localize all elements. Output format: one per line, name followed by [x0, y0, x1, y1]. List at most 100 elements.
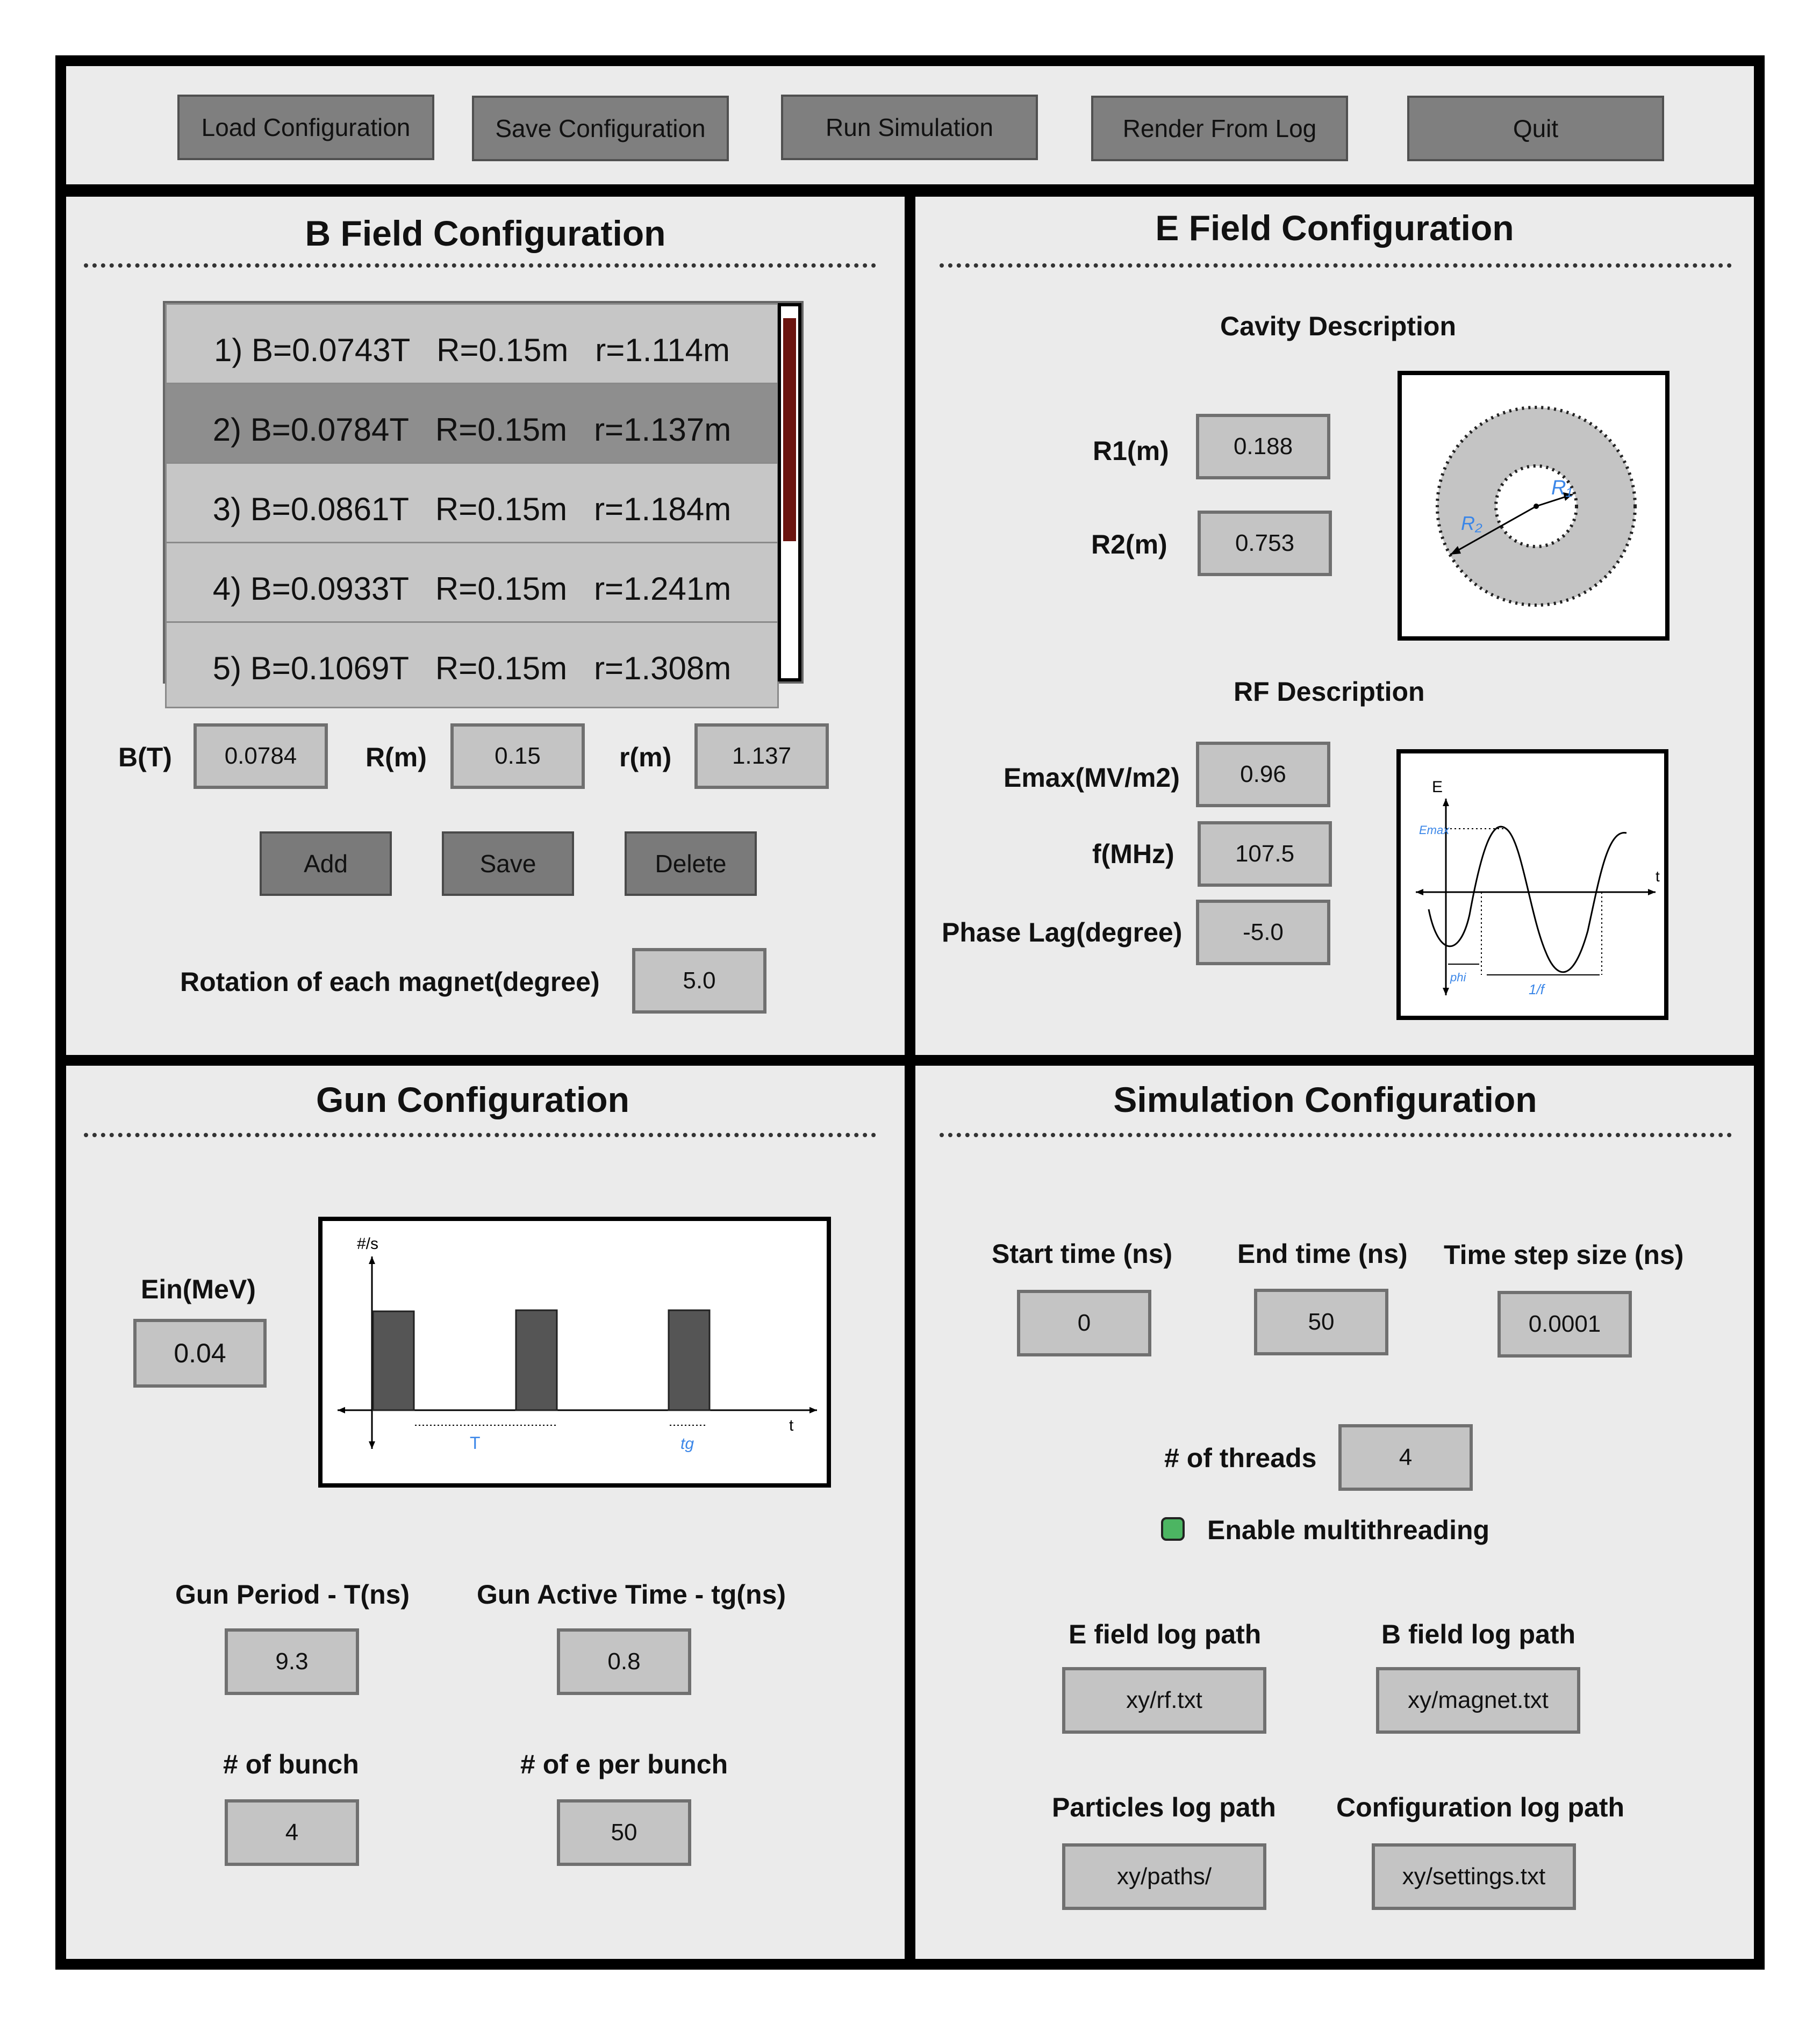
r2-arrow: [1450, 505, 1537, 556]
cavity-description-title: Cavity Description: [1220, 311, 1457, 341]
threads-label: # of threads: [1164, 1443, 1317, 1473]
r1-arrowhead: [1563, 492, 1573, 501]
r1-input[interactable]: 0.188: [1196, 414, 1330, 479]
scrollbar-thumb[interactable]: [783, 318, 796, 541]
e-field-title: E Field Configuration: [1155, 208, 1514, 248]
center-dot: [1534, 504, 1539, 509]
R-input[interactable]: 0.15: [450, 723, 585, 789]
b-label: B(T): [118, 742, 172, 772]
active-diagram-label: tg: [680, 1435, 694, 1453]
emax-label: Emax(MV/m2): [1004, 763, 1180, 793]
save-configuration-button[interactable]: Save Configuration: [472, 96, 729, 161]
R-label: R(m): [366, 742, 427, 772]
gun-y-arrow-down: [369, 1441, 375, 1449]
r2-diagram-label: R₂: [1461, 512, 1482, 534]
cavity-diagram: R₁ R₂: [1398, 371, 1669, 641]
magnet-list-item[interactable]: 3) B=0.0861T R=0.15m r=1.184m: [165, 462, 779, 549]
cavity-svg: R₁ R₂: [1436, 406, 1637, 607]
rotation-input[interactable]: 5.0: [632, 948, 766, 1014]
phi-diagram-label: phi: [1450, 971, 1466, 984]
rf-svg: E t Emax phi 1/f: [1416, 778, 1660, 997]
electrons-per-bunch-input[interactable]: 50: [557, 1799, 691, 1866]
e-field-log-input[interactable]: xy/rf.txt: [1062, 1667, 1266, 1734]
bunch-count-input[interactable]: 4: [225, 1799, 359, 1866]
rf-x-arrow-left: [1416, 889, 1423, 895]
e-field-log-label: E field log path: [1069, 1619, 1262, 1649]
gun-period-input[interactable]: 9.3: [225, 1628, 359, 1695]
rf-diagram: E t Emax phi 1/f: [1396, 749, 1668, 1020]
gun-pulse-diagram: #/s t T tg: [318, 1217, 831, 1488]
rf-x-arrow: [1648, 889, 1656, 895]
phase-lag-input[interactable]: -5.0: [1196, 900, 1330, 965]
rf-y-arrow: [1443, 799, 1449, 806]
divider: [84, 1133, 876, 1137]
rf-x-label: t: [1656, 868, 1660, 885]
rf-description-title: RF Description: [1234, 677, 1425, 707]
gun-pulse: [515, 1309, 558, 1411]
r2-arrowhead: [1450, 546, 1461, 555]
rotation-label: Rotation of each magnet(degree): [180, 967, 600, 997]
period-diagram-label: T: [470, 1433, 481, 1453]
end-time-input[interactable]: 50: [1254, 1289, 1388, 1355]
run-simulation-button[interactable]: Run Simulation: [781, 95, 1038, 160]
time-step-label: Time step size (ns): [1444, 1240, 1684, 1270]
delete-button[interactable]: Delete: [625, 831, 757, 896]
save-button[interactable]: Save: [442, 831, 574, 896]
end-time-label: End time (ns): [1237, 1239, 1408, 1269]
gun-active-time-label: Gun Active Time - tg(ns): [477, 1579, 786, 1610]
gun-x-arrow-left: [338, 1407, 345, 1413]
quit-button[interactable]: Quit: [1407, 96, 1664, 161]
r-input[interactable]: 1.137: [694, 723, 829, 789]
b-input[interactable]: 0.0784: [194, 723, 328, 789]
bunch-count-label: # of bunch: [223, 1749, 359, 1779]
add-button[interactable]: Add: [260, 831, 392, 896]
b-field-log-input[interactable]: xy/magnet.txt: [1376, 1667, 1580, 1734]
divider: [940, 263, 1732, 268]
r2-label: R2(m): [1091, 529, 1167, 559]
magnet-list-scrollbar[interactable]: [778, 303, 801, 681]
ein-label: Ein(MeV): [141, 1274, 256, 1304]
emax-input[interactable]: 0.96: [1196, 742, 1330, 807]
frequency-input[interactable]: 107.5: [1198, 821, 1332, 887]
simulation-panel: [915, 1066, 1754, 1959]
emax-diagram-label: Emax: [1419, 823, 1450, 837]
load-configuration-button[interactable]: Load Configuration: [177, 95, 434, 160]
render-from-log-button[interactable]: Render From Log: [1091, 96, 1348, 161]
r1-diagram-label: R₁: [1551, 477, 1572, 499]
phase-lag-label: Phase Lag(degree): [942, 917, 1183, 947]
ein-input[interactable]: 0.04: [133, 1319, 267, 1388]
period-diagram-label: 1/f: [1529, 981, 1546, 997]
gun-active-time-input[interactable]: 0.8: [557, 1628, 691, 1695]
simulation-title: Simulation Configuration: [1113, 1080, 1537, 1119]
configuration-log-input[interactable]: xy/settings.txt: [1372, 1843, 1576, 1910]
configuration-log-label: Configuration log path: [1336, 1792, 1625, 1822]
gun-pulse: [668, 1309, 711, 1411]
r1-label: R1(m): [1093, 436, 1169, 466]
rf-y-label: E: [1432, 778, 1443, 796]
magnet-list-item[interactable]: 1) B=0.0743T R=0.15m r=1.114m: [165, 303, 779, 390]
gun-x-label: t: [789, 1417, 794, 1434]
particles-log-input[interactable]: xy/paths/: [1062, 1843, 1266, 1910]
rf-sine-wave: [1428, 825, 1627, 973]
magnet-list-item[interactable]: 4) B=0.0933T R=0.15m r=1.241m: [165, 542, 779, 629]
multithreading-checkbox[interactable]: [1161, 1517, 1185, 1541]
gun-x-arrow: [809, 1407, 817, 1413]
gun-period-label: Gun Period - T(ns): [175, 1579, 410, 1610]
time-step-input[interactable]: 0.0001: [1497, 1291, 1632, 1358]
gun-y-label: #/s: [357, 1235, 378, 1253]
gun-y-arrow: [369, 1256, 375, 1264]
b-field-log-label: B field log path: [1381, 1619, 1576, 1649]
gun-svg: #/s t T tg: [338, 1235, 817, 1453]
gun-pulse: [372, 1310, 415, 1411]
threads-input[interactable]: 4: [1338, 1424, 1473, 1491]
r-label: r(m): [619, 742, 672, 772]
frequency-label: f(MHz): [1092, 839, 1174, 869]
gun-panel: [66, 1066, 905, 1959]
divider: [84, 263, 876, 268]
magnet-list-item[interactable]: 2) B=0.0784T R=0.15m r=1.137m: [165, 383, 779, 470]
magnet-list-item[interactable]: 5) B=0.1069T R=0.15m r=1.308m: [165, 621, 779, 708]
electrons-per-bunch-label: # of e per bunch: [520, 1749, 728, 1779]
r2-input[interactable]: 0.753: [1198, 511, 1332, 576]
start-time-input[interactable]: 0: [1017, 1290, 1151, 1356]
